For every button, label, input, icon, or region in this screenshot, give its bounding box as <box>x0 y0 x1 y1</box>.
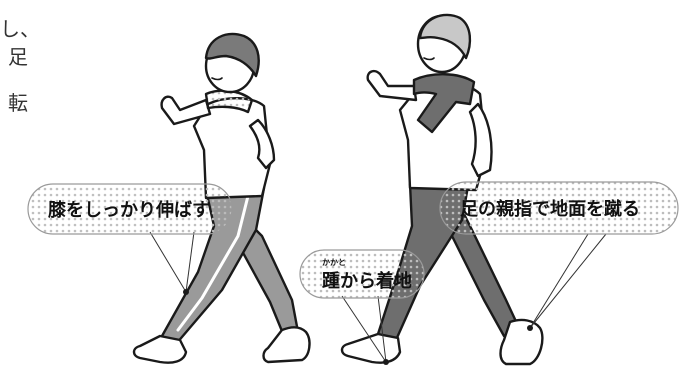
heel-pointer-line-2 <box>377 295 387 363</box>
knee-callout <box>27 183 233 295</box>
man-back-shoe <box>499 318 544 366</box>
toe-callout-label: 足の親指で地面を蹴る <box>460 199 640 220</box>
toe-callout <box>439 181 679 331</box>
knee-pointer-line-2 <box>185 231 195 293</box>
heel-callout-ruby: かかと <box>322 258 346 267</box>
woman-trouser-stripe <box>176 194 250 332</box>
woman-walker <box>132 32 311 364</box>
woman-back-shoe <box>262 326 311 364</box>
man-mouth <box>423 57 435 61</box>
knee-callout-label: 膝をしっかり伸ばす <box>48 200 210 221</box>
woman-front-arm <box>160 95 212 126</box>
knee-marker <box>183 289 189 295</box>
paragraph-fragment-line-3: 転 <box>8 91 28 115</box>
heel-callout-label: 踵から着地 <box>322 271 412 292</box>
woman-rear-arm <box>248 118 276 170</box>
heel-bubble <box>299 249 425 299</box>
man-towel <box>412 73 476 134</box>
heel-pointer-line <box>341 295 387 363</box>
knee-pointer-line <box>149 231 187 293</box>
paragraph-fragment-line-2: 足 <box>8 45 28 69</box>
woman-front-shoe <box>132 334 188 364</box>
woman-mouth <box>211 77 223 81</box>
toe-bubble <box>439 181 679 235</box>
toe-marker <box>527 325 533 331</box>
heel-callout <box>299 249 425 365</box>
man-front-arm <box>366 69 418 102</box>
toe-pointer-line-2 <box>529 233 607 329</box>
woman-hair <box>204 32 260 78</box>
man-rear-arm <box>468 102 493 178</box>
heel-marker <box>383 359 389 365</box>
man-front-shoe <box>340 332 402 364</box>
knee-bubble <box>27 183 233 235</box>
man-hair <box>418 13 472 60</box>
toe-pointer-line <box>529 233 589 329</box>
